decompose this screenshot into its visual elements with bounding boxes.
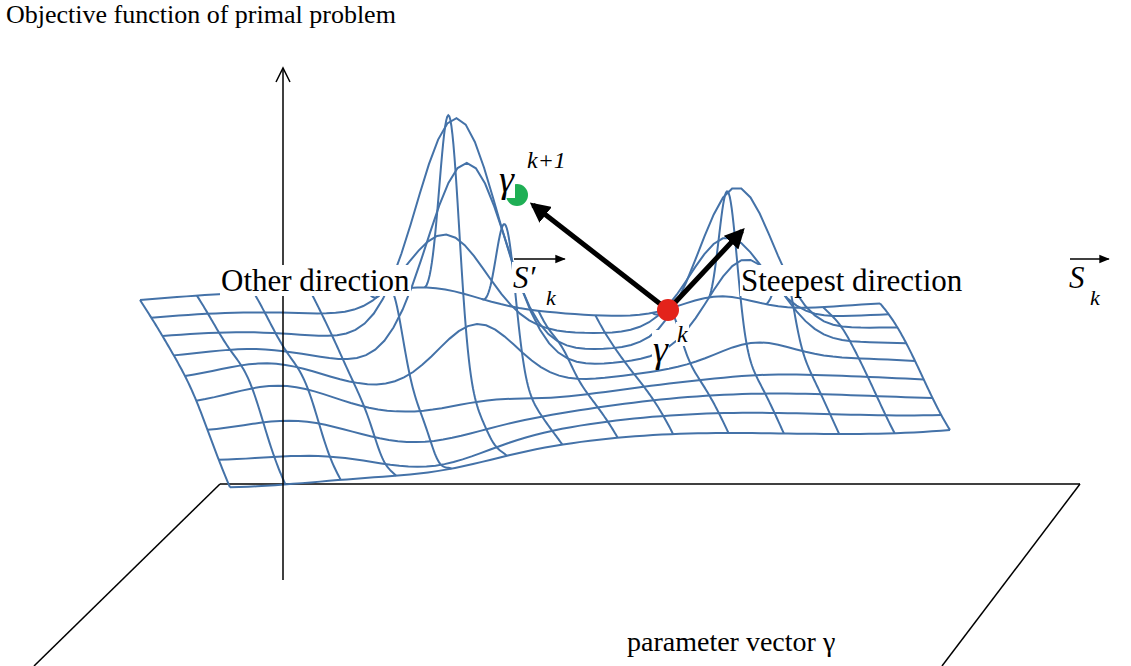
vertical-axis [276, 68, 290, 580]
direction-arrow [533, 205, 668, 310]
surface-gridline [163, 118, 898, 349]
vector-overarrow [514, 258, 565, 260]
superscript: k [676, 322, 689, 346]
current-point [657, 299, 679, 321]
point-symbol: γ [652, 330, 669, 368]
direction-label: Steepest direction [740, 265, 963, 296]
axis-title: Objective function of primal problem [5, 2, 397, 28]
axis-line [282, 68, 284, 580]
superscript: k+1 [526, 148, 567, 172]
surface-gridline [880, 303, 950, 430]
parameter-plane [34, 484, 1080, 666]
objective-surface [140, 115, 950, 487]
axis-title: parameter vector γ [626, 628, 836, 656]
subscript: k [1089, 287, 1101, 309]
direction-arrow [668, 231, 742, 310]
surface-gridline [709, 191, 784, 433]
surface-gridline [219, 413, 942, 467]
subscript: k [545, 287, 557, 309]
axis-arrowhead [276, 68, 290, 82]
vector-symbol: S [1068, 262, 1086, 293]
plane-edge [942, 484, 1080, 666]
vector-overarrow [1070, 258, 1109, 260]
direction-arrows [506, 184, 1109, 321]
direction-label: Other direction [220, 265, 411, 296]
surface-gridline [230, 430, 950, 487]
point-symbol: γ [498, 160, 515, 198]
vector-symbol: S′ [512, 262, 536, 293]
plane-edge [34, 484, 220, 666]
plane-edge [220, 483, 1080, 485]
